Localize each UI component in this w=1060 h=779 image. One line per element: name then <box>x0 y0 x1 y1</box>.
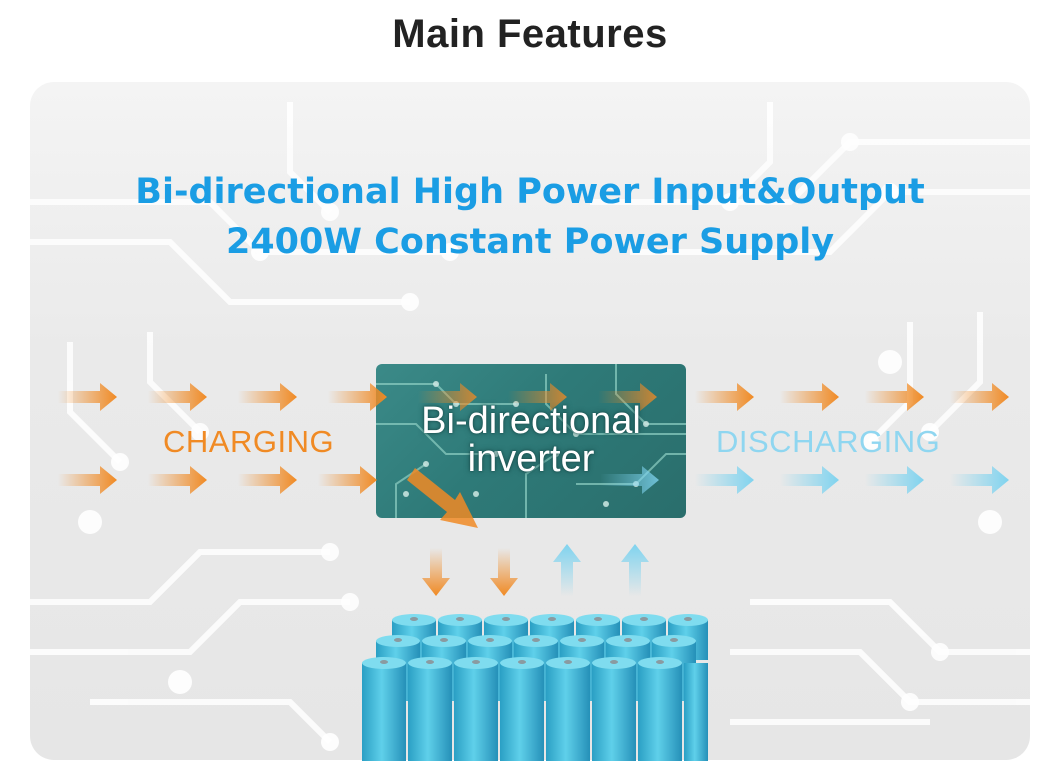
inverter-label: Bi-directional inverter <box>376 402 686 478</box>
page-title: Main Features <box>392 12 668 56</box>
inverter-label-line-2: inverter <box>467 438 595 480</box>
inverter-label-line-1: Bi-directional <box>421 400 641 442</box>
circuit-background <box>30 102 1030 751</box>
headline-line-2: 2400W Constant Power Supply <box>225 222 835 262</box>
discharging-label: DISCHARGING <box>716 424 941 459</box>
charging-label: CHARGING <box>163 424 335 459</box>
headline-line-1: Bi-directional High Power Input&Output <box>135 172 925 212</box>
